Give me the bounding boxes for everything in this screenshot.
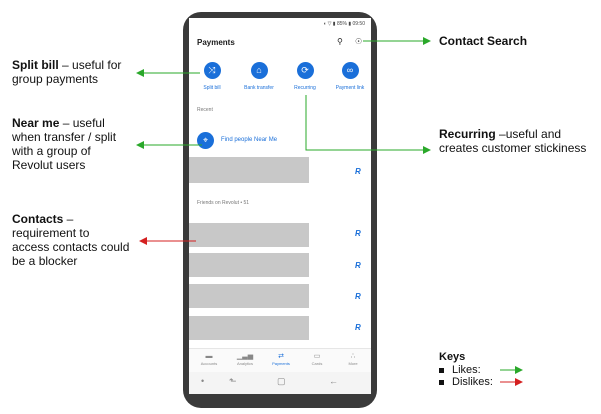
bullet-icon (439, 379, 444, 385)
recurring-note-title: Recurring (439, 127, 496, 141)
status-bar: ◖ ▽ ▮ 85% ▮ 09:50 (323, 21, 365, 27)
nav-accounts-label: Accounts (200, 361, 218, 366)
nav-payments[interactable]: ⇄ Payments (263, 352, 299, 366)
accounts-icon: ▬ (205, 353, 213, 360)
split-bill-note-text: – useful for group payments (12, 58, 122, 86)
recent-apps-icon[interactable]: ⬑ (229, 376, 237, 386)
recurring-label: Recurring (294, 85, 316, 91)
recent-section-label: Recent (197, 107, 213, 113)
revolut-logo-icon: R (355, 323, 361, 332)
key-likes: Likes: (439, 364, 481, 376)
payment-link-button[interactable]: ∞ Payment link (330, 62, 370, 91)
recurring-arrow (305, 95, 431, 154)
contacts-note: Contacts – requirement to access contact… (12, 212, 130, 268)
recurring-icon: ⟳ (296, 62, 314, 79)
recent-contact-redacted[interactable] (189, 157, 309, 183)
nav-payments-label: Payments (272, 361, 290, 366)
system-nav-bar: • ⬑ ▢ ← (189, 372, 371, 394)
contact-search-note: Contact Search (439, 34, 527, 48)
revolut-logo-icon: R (355, 261, 361, 270)
contacts-note-text: – requirement to access contacts could b… (12, 212, 130, 268)
revolut-logo-icon: R (355, 229, 361, 238)
split-bill-note: Split bill – useful for group payments (12, 58, 132, 86)
key-dislikes: Dislikes: (439, 376, 493, 388)
contacts-note-title: Contacts (12, 212, 64, 226)
cards-icon: ▭ (313, 353, 321, 360)
recurring-button[interactable]: ⟳ Recurring (285, 62, 325, 91)
friend-row-redacted[interactable] (189, 223, 309, 247)
phone-screen: ◖ ▽ ▮ 85% ▮ 09:50 Payments ⚲ ☉ ⤨ Split b… (189, 18, 371, 372)
home-icon[interactable]: ▢ (277, 376, 286, 386)
friends-section-label: Friends on Revolut • 51 (197, 200, 250, 206)
split-bill-button[interactable]: ⤨ Split bill (192, 62, 232, 91)
bottom-nav: ▬ Accounts ▁▃▅ Analytics ⇄ Payments ▭ Ca… (189, 348, 371, 372)
bank-transfer-button[interactable]: ⌂ Bank transfer (239, 62, 279, 91)
payment-link-label: Payment link (335, 85, 365, 91)
revolut-logo-icon: R (355, 292, 361, 301)
add-contact-icon[interactable]: ☉ (355, 37, 363, 46)
back-icon[interactable]: ← (329, 376, 338, 386)
nav-analytics[interactable]: ▁▃▅ Analytics (227, 352, 263, 366)
split-bill-note-title: Split bill (12, 58, 59, 72)
friend-row-redacted[interactable] (189, 253, 309, 277)
recurring-note-text: –useful and creates customer stickiness (439, 127, 587, 155)
nav-more-label: More (348, 361, 358, 366)
friend-row-redacted[interactable] (189, 316, 309, 340)
link-icon: ∞ (341, 62, 359, 79)
key-likes-label: Likes: (452, 364, 481, 376)
key-dislikes-label: Dislikes: (452, 376, 493, 388)
split-bill-icon: ⤨ (203, 62, 221, 79)
more-icon: ∴ (350, 353, 356, 360)
keys-title: Keys (439, 351, 466, 363)
recurring-note: Recurring –useful and creates customer s… (439, 127, 589, 155)
split-bill-label: Split bill (203, 85, 221, 91)
analytics-icon: ▁▃▅ (236, 353, 254, 360)
nav-more[interactable]: ∴ More (335, 352, 371, 366)
nav-accounts[interactable]: ▬ Accounts (191, 352, 227, 366)
nav-cards-label: Cards (311, 361, 323, 366)
near-me-note: Near me – useful when transfer / split w… (12, 116, 130, 172)
revolut-logo-icon: R (355, 167, 361, 176)
contact-search-note-title: Contact Search (439, 34, 528, 48)
nav-cards[interactable]: ▭ Cards (299, 352, 335, 366)
find-people-label: Find people Near Me (221, 137, 278, 143)
near-me-note-text: – useful when transfer / split with a gr… (12, 116, 117, 172)
dot-icon: • (201, 376, 205, 386)
bank-transfer-label: Bank transfer (244, 85, 274, 91)
friend-row-redacted[interactable] (189, 284, 309, 308)
bank-icon: ⌂ (250, 62, 268, 79)
search-icon[interactable]: ⚲ (337, 37, 343, 46)
page-title: Payments (197, 38, 235, 47)
nav-analytics-label: Analytics (236, 361, 253, 366)
payments-icon: ⇄ (278, 353, 284, 360)
bullet-icon (439, 367, 444, 373)
near-me-note-title: Near me (12, 116, 60, 130)
